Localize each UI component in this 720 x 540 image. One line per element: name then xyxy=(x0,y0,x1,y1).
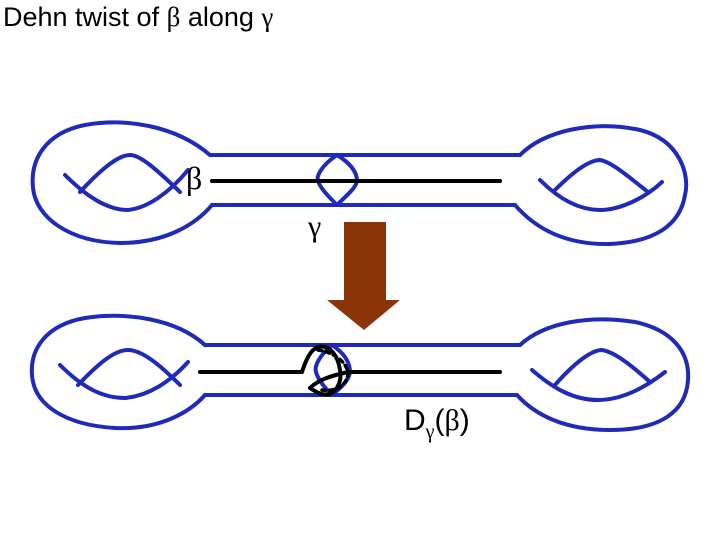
top-right-handle-outline xyxy=(513,124,689,247)
title-beta-symbol: β xyxy=(166,2,181,32)
bottom-beta-twist-front xyxy=(300,344,343,397)
gamma-label: γ xyxy=(308,210,322,243)
beta-label: β xyxy=(186,160,203,196)
top-surface xyxy=(30,120,689,247)
result-beta: β xyxy=(444,404,460,437)
bottom-right-hole-upper xyxy=(553,348,652,387)
result-open-paren: ( xyxy=(434,404,445,437)
bottom-surface xyxy=(29,313,691,432)
top-right-hole-upper xyxy=(553,158,650,194)
top-left-handle-outline xyxy=(30,120,214,245)
result-d: D xyxy=(404,404,426,437)
result-close-paren: ) xyxy=(459,404,470,437)
top-right-hole-lower xyxy=(538,178,664,212)
bottom-beta-twist-exit xyxy=(308,370,350,390)
slide-title: Dehn twist of β along γ xyxy=(3,2,273,33)
title-middle: along xyxy=(180,2,262,32)
title-prefix: Dehn twist of xyxy=(3,2,167,32)
bottom-left-handle-outline xyxy=(29,313,207,431)
bottom-right-handle-outline xyxy=(515,317,691,432)
bottom-twisted-beta-curve xyxy=(198,344,502,397)
twisted-curve-label: Dγ(β) xyxy=(404,404,470,443)
bottom-left-hole-upper xyxy=(76,348,182,387)
title-gamma-symbol: γ xyxy=(261,2,274,32)
bottom-left-hole-lower xyxy=(58,360,190,400)
top-left-hole-lower xyxy=(63,168,190,212)
result-subscript-gamma: γ xyxy=(425,421,435,443)
down-arrow xyxy=(327,222,400,330)
top-gamma-curve xyxy=(315,153,359,207)
top-left-hole-upper xyxy=(78,153,182,194)
bottom-right-hole-lower xyxy=(530,368,667,402)
